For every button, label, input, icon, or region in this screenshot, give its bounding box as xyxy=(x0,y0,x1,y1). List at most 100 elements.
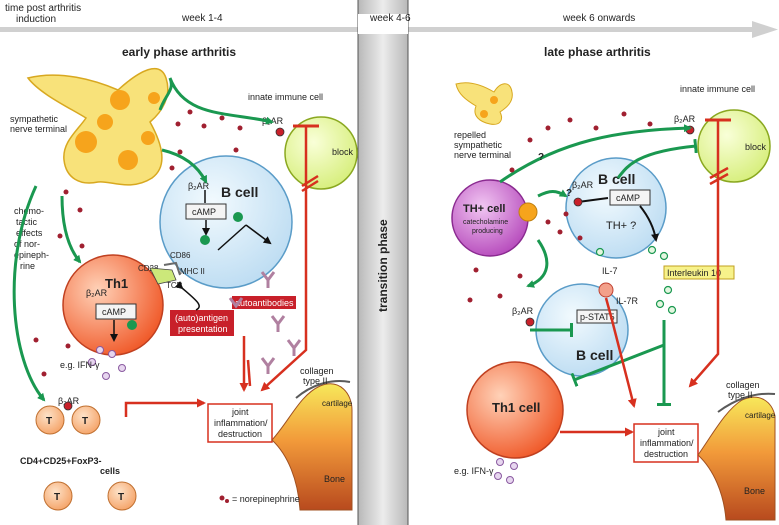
early-innate-label: innate immune cell xyxy=(248,92,323,102)
nerve-label-line1: sympathetic xyxy=(10,114,59,124)
svg-text:Bone: Bone xyxy=(744,486,765,496)
svg-text:β₂AR: β₂AR xyxy=(572,180,594,190)
svg-text:p-STAT5: p-STAT5 xyxy=(580,312,615,322)
svg-text:producing: producing xyxy=(472,228,503,235)
svg-text:IL-7: IL-7 xyxy=(602,266,618,276)
svg-text:Bone: Bone xyxy=(324,474,345,484)
svg-text:tactic: tactic xyxy=(16,217,38,227)
svg-text:type II: type II xyxy=(303,376,328,386)
svg-text:B cell: B cell xyxy=(598,171,635,187)
late-red-arrows xyxy=(560,190,720,437)
svg-text:Interleukin 10: Interleukin 10 xyxy=(667,268,721,278)
svg-text:T: T xyxy=(46,416,52,427)
svg-text:type II: type II xyxy=(728,390,753,400)
early-th1-beta-ar: β₂AR xyxy=(86,288,108,298)
mhc-label: MHC II xyxy=(180,267,205,276)
svg-text:(auto)antigen: (auto)antigen xyxy=(175,313,228,323)
synapse-receptors xyxy=(149,267,177,285)
svg-text:of nor-: of nor- xyxy=(14,239,40,249)
svg-text:IL-7R: IL-7R xyxy=(616,296,639,306)
early-bcell-beta-ar: β₂AR xyxy=(188,181,210,191)
sympathetic-nerve-terminal: sympathetic nerve terminal xyxy=(10,67,169,186)
late-phase-title: late phase arthritis xyxy=(544,45,651,59)
svg-text:?: ? xyxy=(538,152,544,163)
early-phase-title: early phase arthritis xyxy=(122,45,236,59)
svg-text:presentation: presentation xyxy=(178,324,228,334)
svg-text:Th1 cell: Th1 cell xyxy=(492,400,540,415)
timeline-arrowhead xyxy=(752,21,778,38)
svg-text:nerve terminal: nerve terminal xyxy=(454,150,511,160)
regulatory-t-cells: T T T T β₂AR CD4+CD25+FoxP3- cells xyxy=(20,396,137,511)
early-th1-camp: cAMP xyxy=(102,307,126,317)
svg-text:joint: joint xyxy=(657,427,675,437)
transition-phase-label: transition phase xyxy=(376,219,390,312)
svg-text:destruction: destruction xyxy=(218,429,262,439)
late-bone: collagen type II cartilage Bone xyxy=(697,380,776,521)
svg-text:B cell: B cell xyxy=(576,347,613,363)
svg-text:block: block xyxy=(745,142,767,152)
early-bcell-signal2-icon xyxy=(200,235,210,245)
treg-beta-ar: β₂AR xyxy=(58,396,80,406)
svg-text:TH+ cell: TH+ cell xyxy=(463,203,506,215)
svg-text:repelled: repelled xyxy=(454,130,486,140)
svg-text:innate immune cell: innate immune cell xyxy=(680,84,755,94)
svg-text:T: T xyxy=(118,492,124,503)
early-innate-receptor-icon xyxy=(275,127,285,137)
antibody-icons xyxy=(228,271,302,374)
early-bcell-signal-icon xyxy=(233,212,243,222)
autoantibodies-badge: autoantibodies xyxy=(232,296,296,309)
repelled-nerve-terminal: repelled sympathetic nerve terminal xyxy=(454,82,513,160)
early-bcell-label: B cell xyxy=(221,184,258,200)
svg-text:joint: joint xyxy=(231,407,249,417)
svg-text:cartilage: cartilage xyxy=(745,411,776,420)
svg-text:inflammation/: inflammation/ xyxy=(640,438,694,448)
timeline-label-line1: time post arthritis xyxy=(5,3,81,14)
late-th1-cell: Th1 cell xyxy=(466,361,564,459)
cd86-label: CD86 xyxy=(170,251,191,260)
svg-text:β₂AR: β₂AR xyxy=(512,306,534,316)
svg-text:= norepinephrine: = norepinephrine xyxy=(232,494,300,504)
svg-text:T: T xyxy=(54,492,60,503)
early-phase-panel: early phase arthritis sympathetic nerve … xyxy=(10,45,358,511)
svg-text:CD4+CD25+FoxP3-: CD4+CD25+FoxP3- xyxy=(20,456,102,466)
period-early-label: week 1-4 xyxy=(181,13,223,24)
svg-text:β₂AR: β₂AR xyxy=(674,114,696,124)
early-block-label: block xyxy=(332,147,354,157)
early-norepinephrine-molecules xyxy=(33,109,243,377)
svg-text:cartilage: cartilage xyxy=(322,399,353,408)
period-late-label: week 6 onwards xyxy=(562,13,635,24)
svg-text:e.g. IFN-γ: e.g. IFN-γ xyxy=(454,466,494,476)
late-b-cell-top: B cell cAMP TH+ ? β₂AR xyxy=(565,157,667,259)
early-th1-label: Th1 xyxy=(105,276,128,291)
late-norepinephrine-molecules xyxy=(467,111,653,303)
svg-text:autoantibodies: autoantibodies xyxy=(235,298,294,308)
late-ifn-dots xyxy=(494,458,518,484)
timeline-label-line2: induction xyxy=(16,14,56,25)
early-ifn-label: e.g. IFN-γ xyxy=(60,360,100,370)
late-innate-immune-cell: innate immune cell block β₂AR xyxy=(674,84,771,190)
late-phase-panel: late phase arthritis repelled sympatheti… xyxy=(451,45,776,521)
early-th1-cell: Th1 β₂AR cAMP CD28 CD86 MHC II TCR xyxy=(62,251,205,356)
cd28-label: CD28 xyxy=(138,264,159,273)
early-innate-immune-cell: innate immune cell block β₂AR xyxy=(248,92,358,195)
svg-text:destruction: destruction xyxy=(644,449,688,459)
th-positive-cell: TH+ cell catecholamine producing xyxy=(451,179,538,257)
svg-text:epineph-: epineph- xyxy=(14,250,49,260)
il10-dots xyxy=(595,245,677,315)
transition-strip: week 4-6 transition phase xyxy=(357,0,411,525)
transition-week-label: week 4-6 xyxy=(369,13,411,24)
early-bcell-camp: cAMP xyxy=(192,207,216,217)
svg-text:inflammation/: inflammation/ xyxy=(214,418,268,428)
late-green-arrows xyxy=(499,124,698,406)
interleukin-10-badge: Interleukin 10 xyxy=(663,265,735,280)
early-ifn-dots xyxy=(88,346,126,380)
svg-text:collagen: collagen xyxy=(726,380,760,390)
svg-text:?: ? xyxy=(566,188,572,199)
early-b-cell: B cell β₂AR cAMP xyxy=(159,155,293,289)
tcr-label: TCR xyxy=(166,281,183,290)
svg-text:sympathetic: sympathetic xyxy=(454,140,503,150)
svg-text:cells: cells xyxy=(100,466,120,476)
early-green-arrows xyxy=(12,77,274,402)
